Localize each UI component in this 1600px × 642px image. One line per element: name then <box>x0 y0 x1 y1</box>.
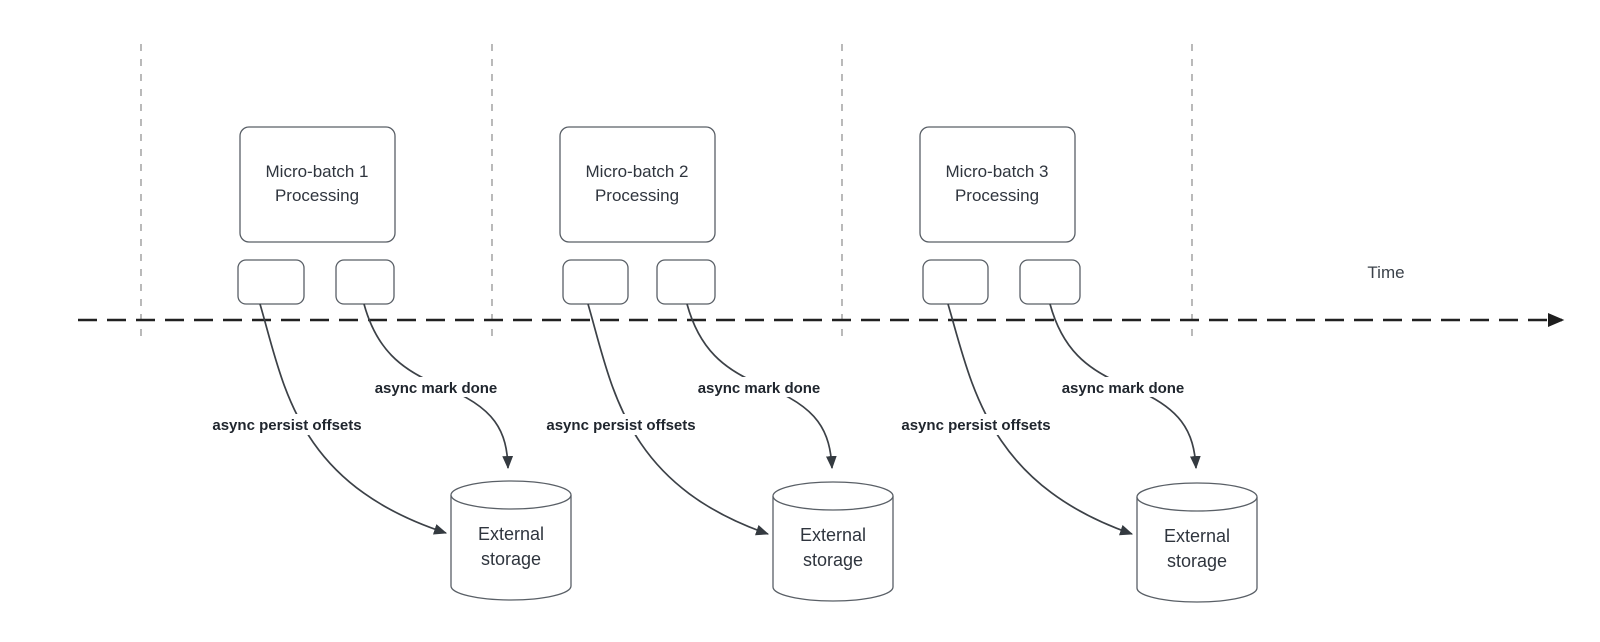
cylinder-top-2 <box>772 481 894 511</box>
persist-offsets-label-bg-1 <box>192 414 382 435</box>
persist-offsets-label-bg-2 <box>526 414 716 435</box>
persist-offsets-task-box-1 <box>237 259 305 305</box>
persist-offsets-label-bg-3 <box>881 414 1071 435</box>
persist-offsets-task-box-3 <box>922 259 989 305</box>
micro-batch-3-title-line2: Processing <box>955 186 1039 205</box>
micro-batch-3-box <box>919 126 1076 243</box>
cylinder-body-2 <box>772 496 894 602</box>
storage-label-1-line2: storage <box>481 549 541 569</box>
cylinder-top-3 <box>1136 482 1258 512</box>
storage-label-1-line1: External <box>478 524 544 544</box>
mark-done-task-box-2 <box>656 259 716 305</box>
cylinder-body-3 <box>1136 497 1258 603</box>
micro-batch-section-2: Micro-batch 2 Processing async persist o… <box>526 126 894 602</box>
cylinder-top-1 <box>450 480 572 510</box>
micro-batch-1-title-line2: Processing <box>275 186 359 205</box>
storage-label-3-line2: storage <box>1167 551 1227 571</box>
micro-batch-1-box <box>239 126 396 243</box>
external-storage-cylinder-1: External storage <box>450 480 572 601</box>
persist-offsets-task-box-2 <box>562 259 629 305</box>
external-storage-cylinder-2: External storage <box>772 481 894 602</box>
persist-offsets-label-1: async persist offsets <box>212 417 361 434</box>
mark-done-label-2: async mark done <box>698 380 821 397</box>
micro-batch-2-box <box>559 126 716 243</box>
micro-batch-2-title-line2: Processing <box>595 186 679 205</box>
micro-batch-1-title-line1: Micro-batch 1 <box>266 162 369 181</box>
mark-done-label-bg-3 <box>1047 377 1199 397</box>
micro-batch-section-3: Micro-batch 3 Processing async persist o… <box>881 126 1258 603</box>
mark-done-label-bg-2 <box>683 377 835 397</box>
mark-done-label-bg-1 <box>360 377 512 397</box>
persist-offsets-label-2: async persist offsets <box>546 417 695 434</box>
time-axis-label: Time <box>1367 263 1404 282</box>
micro-batch-3-title-line1: Micro-batch 3 <box>946 162 1049 181</box>
storage-label-2-line1: External <box>800 525 866 545</box>
storage-label-3-line1: External <box>1164 526 1230 546</box>
micro-batch-2-title-line1: Micro-batch 2 <box>586 162 689 181</box>
cylinder-body-1 <box>450 495 572 601</box>
micro-batch-section-1: Micro-batch 1 Processing async persist o… <box>192 126 572 601</box>
external-storage-cylinder-3: External storage <box>1136 482 1258 603</box>
mark-done-label-1: async mark done <box>375 380 498 397</box>
persist-offsets-label-3: async persist offsets <box>901 417 1050 434</box>
storage-label-2-line2: storage <box>803 550 863 570</box>
mark-done-task-box-1 <box>335 259 395 305</box>
mark-done-task-box-3 <box>1019 259 1081 305</box>
mark-done-label-3: async mark done <box>1062 380 1185 397</box>
